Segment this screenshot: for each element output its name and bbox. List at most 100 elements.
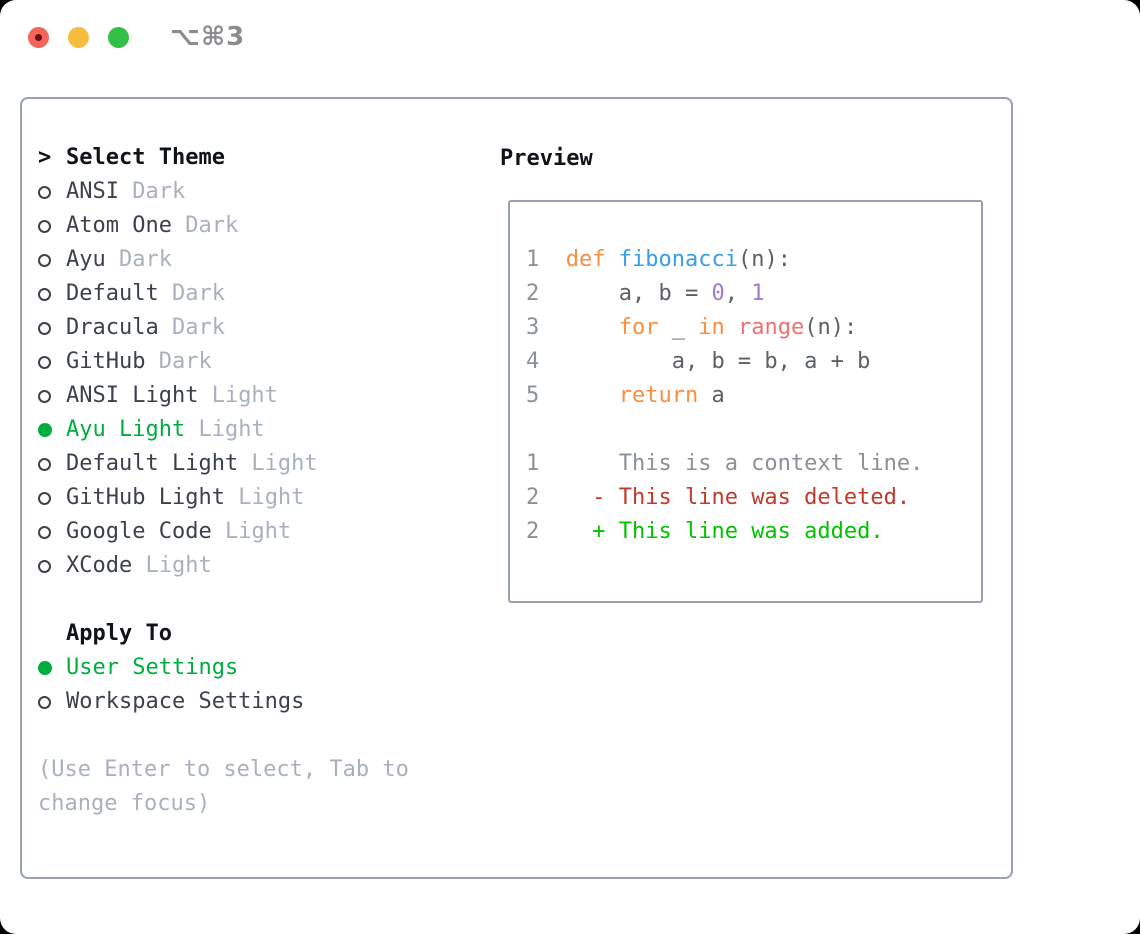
- theme-option-github-light[interactable]: GitHub Light Light: [38, 481, 409, 515]
- code-token-lineno: 2: [526, 485, 566, 510]
- option-variant-label: Dark: [145, 349, 212, 374]
- caret-icon: >: [38, 145, 52, 170]
- theme-option-ayu-light[interactable]: Ayu Light Light: [38, 413, 409, 447]
- code-token-fg: (n):: [804, 315, 858, 340]
- option-variant-label: Dark: [118, 179, 186, 204]
- option-label: Google Code: [66, 519, 212, 544]
- theme-option-ayu[interactable]: Ayu Dark: [38, 243, 409, 277]
- theme-option-dracula[interactable]: Dracula Dark: [38, 311, 409, 345]
- code-token-fg: a, b = b, a + b: [565, 349, 871, 374]
- option-label: GitHub Light: [66, 485, 225, 510]
- option-label: Ayu: [66, 247, 106, 272]
- radio-marker: [38, 185, 66, 199]
- code-token-added: + This line was added.: [592, 519, 884, 544]
- option-label: Dracula: [66, 315, 159, 340]
- option-variant-label: Light: [198, 383, 278, 408]
- code-line: [526, 209, 981, 243]
- code-token-fg: [725, 315, 738, 340]
- titlebar: ⌥⌘3: [0, 0, 1140, 74]
- close-button-icon[interactable]: [28, 27, 49, 48]
- apply-to-header: Apply To: [66, 621, 172, 646]
- code-token-fg: [566, 383, 619, 408]
- option-variant-label: Dark: [105, 247, 172, 272]
- theme-option-google-code[interactable]: Google Code Light: [38, 515, 409, 549]
- theme-option-ansi[interactable]: ANSI Dark: [38, 175, 409, 209]
- code-line: 1 def fibonacci(n):: [526, 243, 981, 277]
- radio-marker: [38, 355, 66, 369]
- radio-unselected-icon: [38, 355, 51, 369]
- radio-marker: [38, 525, 66, 539]
- theme-option-default-light[interactable]: Default Light Light: [38, 447, 409, 481]
- code-token-lineno: 2: [526, 519, 566, 544]
- option-variant-label: Light: [224, 485, 305, 510]
- code-line: 3 for _ in range(n):: [526, 311, 981, 345]
- radio-marker: [38, 219, 66, 233]
- select-theme-header-row: > Select Theme: [38, 141, 409, 175]
- radio-marker: [38, 321, 66, 335]
- apply-option-workspace-settings[interactable]: Workspace Settings: [38, 685, 409, 719]
- code-token-lineno: 1: [526, 451, 566, 476]
- radio-unselected-icon: [38, 525, 51, 539]
- code-token-fg: a, b =: [565, 281, 712, 306]
- radio-unselected-icon: [38, 253, 51, 267]
- code-token-function: fibonacci: [618, 247, 738, 272]
- apply-to-header-row: Apply To: [38, 617, 409, 651]
- theme-option-ansi-light[interactable]: ANSI Light Light: [38, 379, 409, 413]
- code-token-lineno: 1: [526, 247, 566, 272]
- radio-marker: [38, 661, 66, 675]
- zoom-button-icon[interactable]: [108, 27, 129, 48]
- code-token-builtin: range: [737, 315, 805, 340]
- code-token-fg: [606, 247, 619, 272]
- radio-unselected-icon: [38, 185, 51, 199]
- code-token-keyword: in: [698, 315, 725, 340]
- radio-unselected-icon: [38, 321, 51, 335]
- option-label: Default: [66, 281, 159, 306]
- theme-option-github[interactable]: GitHub Dark: [38, 345, 409, 379]
- radio-unselected-icon: [38, 389, 51, 403]
- window-title: ⌥⌘3: [170, 22, 246, 52]
- theme-option-atom-one[interactable]: Atom One Dark: [38, 209, 409, 243]
- radio-unselected-icon: [38, 287, 51, 301]
- code-line: 1 This is a context line.: [526, 447, 981, 481]
- option-label: ANSI: [66, 179, 119, 204]
- keyboard-hint: (Use Enter to select, Tab to change focu…: [38, 757, 409, 816]
- radio-marker: [38, 695, 66, 709]
- radio-unselected-icon: [38, 695, 51, 709]
- radio-unselected-icon: [38, 219, 51, 233]
- code-token-fg: _: [658, 315, 699, 340]
- code-token-number: 1: [751, 281, 765, 306]
- option-label: Ayu Light: [66, 417, 186, 442]
- code-line: 2 a, b = 0, 1: [526, 277, 981, 311]
- code-token-lineno: 2: [526, 281, 566, 306]
- select-theme-header: Select Theme: [66, 145, 225, 170]
- code-token-keyword: return: [618, 383, 699, 408]
- code-token-fg: ,: [724, 281, 752, 306]
- radio-unselected-icon: [38, 491, 51, 505]
- apply-option-user-settings[interactable]: User Settings: [38, 651, 409, 685]
- option-label: XCode: [66, 553, 133, 578]
- code-token-fg: a: [698, 383, 725, 408]
- radio-marker: [38, 287, 66, 301]
- option-label: GitHub: [66, 349, 146, 374]
- code-line: 5 return a: [526, 379, 981, 413]
- code-token-lineno: 4: [526, 349, 566, 374]
- option-label: Atom One: [66, 213, 172, 238]
- option-label: Workspace Settings: [66, 689, 305, 714]
- minimize-button-icon[interactable]: [68, 27, 89, 48]
- option-variant-label: Dark: [158, 315, 225, 340]
- radio-selected-icon: [38, 423, 52, 437]
- code-token-fg: [566, 451, 619, 476]
- code-token-number: 0: [711, 281, 725, 306]
- radio-marker: [38, 457, 66, 471]
- theme-option-default[interactable]: Default Dark: [38, 277, 409, 311]
- code-token-context: This is a context line.: [618, 451, 924, 476]
- code-token-fg: [566, 519, 593, 544]
- theme-option-xcode[interactable]: XCode Light: [38, 549, 409, 583]
- code-line: [526, 413, 981, 447]
